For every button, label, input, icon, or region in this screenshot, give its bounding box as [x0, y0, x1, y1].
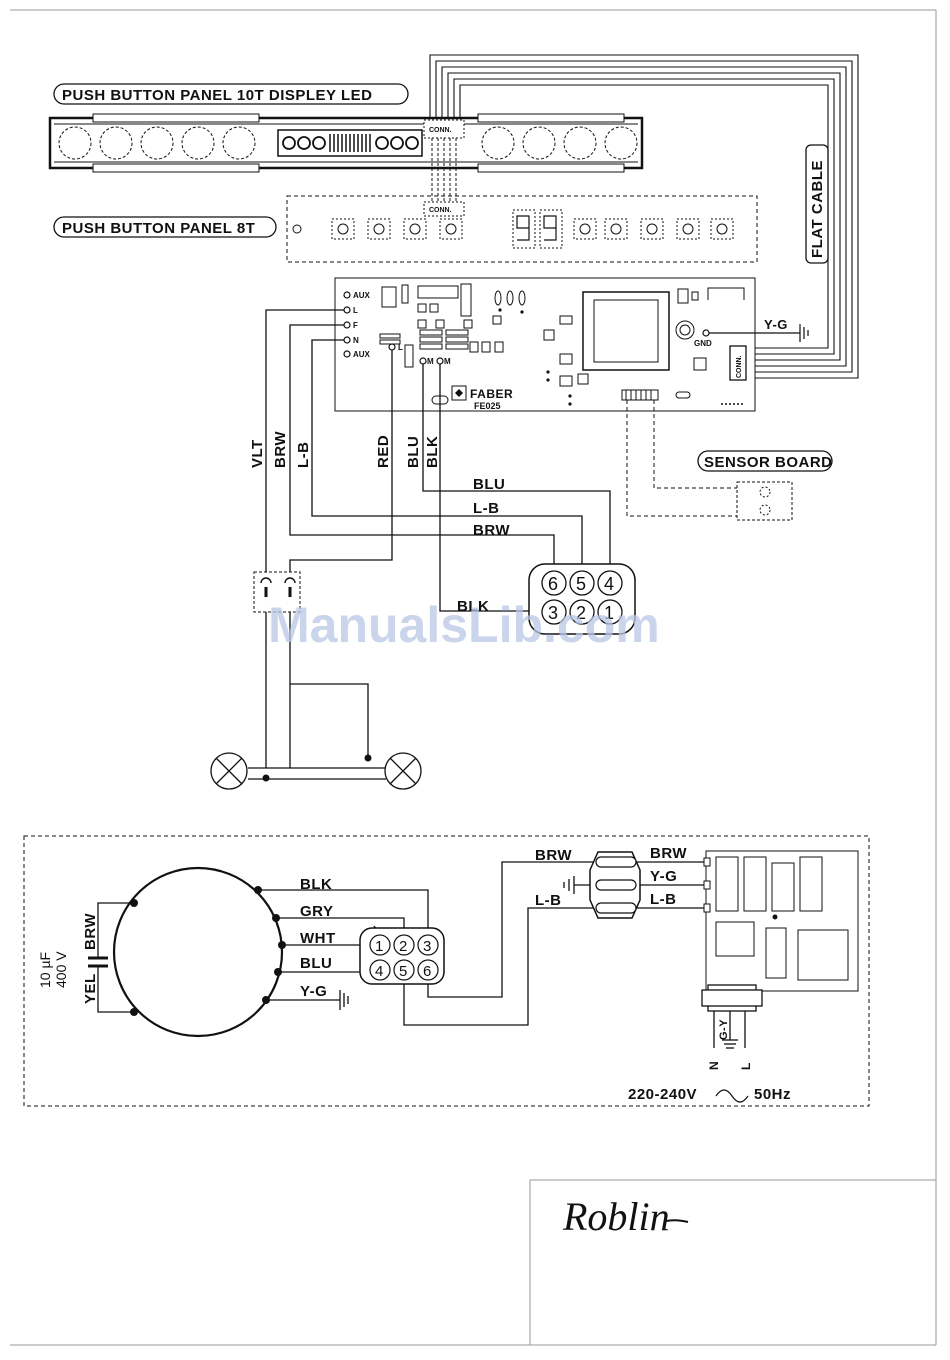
- motor-pin-4: 4: [375, 963, 383, 980]
- motor-section-frame: [23, 835, 870, 1107]
- wire-label-blk: BLK: [424, 436, 441, 468]
- terminal-m-1: M: [427, 357, 434, 366]
- motor-wire-blu: BLU: [300, 955, 332, 972]
- board-conn-label: CONN.: [736, 355, 743, 378]
- conn-bottom-label: CONN.: [429, 207, 452, 214]
- upper-pin-2: 2: [576, 603, 587, 623]
- panel-8t-label: PUSH BUTTON PANEL 8T: [62, 220, 255, 237]
- wire-label-blk-h: BLK: [457, 598, 489, 615]
- motor-pin-6: 6: [423, 963, 431, 980]
- conn-vertical-wires: [431, 138, 457, 202]
- mains-n-label: N: [707, 1061, 721, 1070]
- wire-label-brw-h: BRW: [473, 522, 510, 539]
- cap-voltage-label: 400 V: [53, 951, 69, 988]
- motor-6pin-connector: 1 2 3 4 5 6: [359, 927, 445, 985]
- power-board: [703, 850, 859, 992]
- wire-label-brw: BRW: [272, 431, 289, 468]
- board-brand: FABER: [470, 387, 513, 401]
- push-button-panel-10t: [48, 113, 644, 173]
- motor-wire-blk: BLK: [300, 876, 332, 893]
- panel-10t-label-box: [53, 83, 409, 105]
- upper-pin-3: 3: [548, 603, 559, 623]
- mains-brw-right: BRW: [650, 845, 687, 862]
- upper-wiring: [248, 309, 611, 780]
- terminal-n: N: [353, 336, 359, 345]
- roblin-logo-underline: [665, 1219, 689, 1223]
- panel-10t-label: PUSH BUTTON PANEL 10T DISPLEY LED: [62, 87, 372, 104]
- sensor-1-icon: [759, 486, 771, 498]
- mains-frequency: 50Hz: [754, 1086, 791, 1103]
- upper-6pin-connector: 6 5 4 3 2 1: [528, 563, 636, 635]
- push-button-panel-8t: [286, 195, 758, 263]
- upper-pin-4: 4: [604, 574, 615, 594]
- flat-cable-label: FLAT CABLE: [809, 160, 826, 258]
- conn-top-label: CONN.: [429, 127, 452, 134]
- lamp-connector-pins: [264, 587, 292, 597]
- control-board: CONN. AUX L F N AUX L M M GND FABER FE02…: [334, 277, 756, 412]
- cap-yel-label: YEL: [82, 973, 99, 1004]
- lamp-right-icon: [384, 752, 422, 790]
- motor-pin-5: 5: [399, 963, 407, 980]
- title-block: [529, 1179, 936, 1345]
- motor-pin-2: 2: [399, 938, 407, 955]
- terminal-gnd: GND: [694, 339, 712, 348]
- flat-cable: [429, 54, 859, 379]
- wire-label-blu: BLU: [405, 436, 422, 468]
- wire-label-red: RED: [375, 435, 392, 468]
- wire-label-lb: L-B: [295, 442, 312, 469]
- ac-wave-icon: [715, 1089, 749, 1103]
- mains-lb-left: L-B: [535, 892, 562, 909]
- mains-socket: [701, 984, 763, 1049]
- sensor-2-icon: [759, 504, 771, 516]
- wire-label-blu-h: BLU: [473, 476, 505, 493]
- capacitor-icon: [88, 902, 134, 1013]
- motor-icon: [112, 866, 284, 1038]
- sensor-board-label: SENSOR BOARD: [704, 454, 833, 471]
- terminal-l: L: [353, 306, 358, 315]
- motor-wire-gry: GRY: [300, 903, 333, 920]
- terminal-aux-1: AUX: [353, 291, 371, 300]
- mains-lb-right: L-B: [650, 891, 677, 908]
- mains-brw-left: BRW: [535, 847, 572, 864]
- board-yg-label: Y-G: [764, 317, 788, 332]
- mains-l-label: L: [739, 1062, 753, 1070]
- flat-cable-label-box: [805, 144, 829, 264]
- wire-label-vlt: VLT: [249, 439, 266, 468]
- sensor-wires: [626, 400, 737, 517]
- conn-bottom-box: [423, 201, 465, 217]
- roblin-logo: Roblin: [562, 1194, 670, 1239]
- terminal-l-small: L: [398, 343, 403, 352]
- terminal-aux-2: AUX: [353, 350, 371, 359]
- faber-logo-icon: [451, 385, 467, 401]
- motor-pin-1: 1: [375, 938, 383, 955]
- upper-pin-6: 6: [548, 574, 559, 594]
- sensor-board-label-box: [697, 450, 833, 472]
- motor-pin-3: 3: [423, 938, 431, 955]
- sensor-board: [736, 481, 793, 521]
- mains-yg-right: Y-G: [650, 868, 677, 885]
- cap-value-label: 10 µF: [37, 952, 53, 988]
- lamp-left-icon: [210, 752, 248, 790]
- terminal-f: F: [353, 321, 358, 330]
- board-ground-wire: [709, 324, 809, 342]
- mains-voltage: 220-240V: [628, 1086, 697, 1103]
- page-frame: [10, 9, 937, 1346]
- board-model: FE025: [474, 401, 501, 411]
- watermark: ManualsLib.com: [268, 597, 660, 653]
- motor-wiring: [258, 861, 706, 1026]
- upper-pin-1: 1: [604, 603, 615, 623]
- mains-plug-connector: [589, 851, 641, 919]
- mains-gy-label: G-Y: [718, 1019, 730, 1040]
- panel-8t-label-box: [53, 216, 277, 238]
- terminal-m-2: M: [444, 357, 451, 366]
- motor-wire-yg: Y-G: [300, 983, 327, 1000]
- upper-pin-5: 5: [576, 574, 587, 594]
- cap-brw-label: BRW: [82, 913, 99, 950]
- motor-wire-wht: WHT: [300, 930, 336, 947]
- wire-label-lb-h: L-B: [473, 500, 500, 517]
